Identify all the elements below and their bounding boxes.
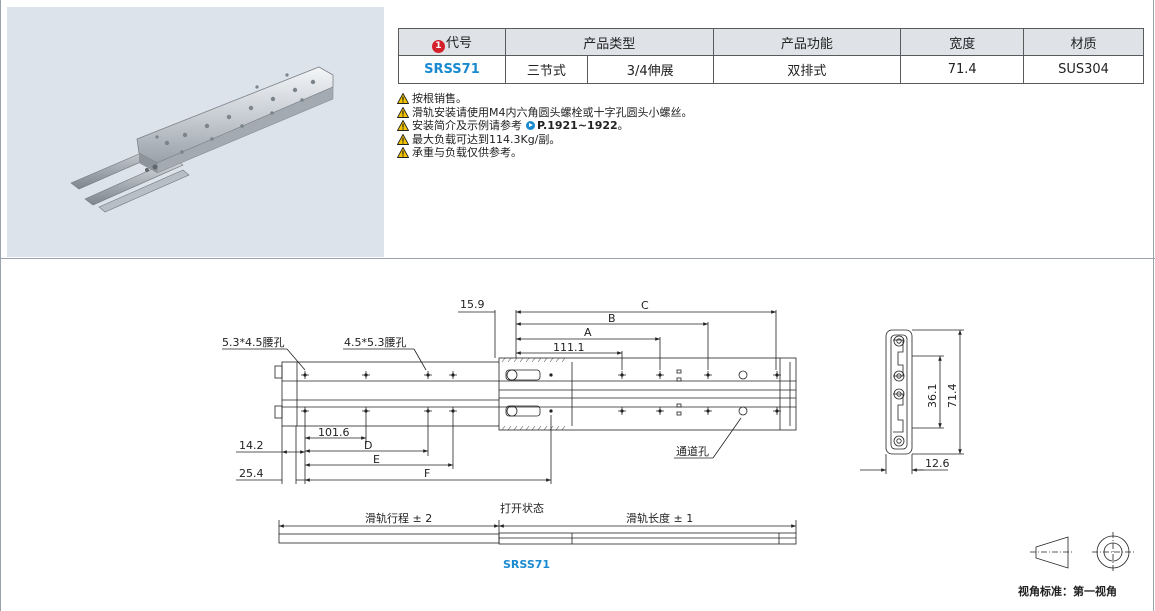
cell-type-1: 三节式 <box>504 55 588 84</box>
note-item: 承重与负载仅供参考。 <box>397 146 693 160</box>
cell-code: SRSS71 <box>398 55 506 84</box>
slide-rail-image <box>70 66 334 213</box>
open-state-view <box>278 520 797 545</box>
dim-15-9: 15.9 <box>460 298 485 311</box>
slot-label-2: 4.5*5.3腰孔 <box>344 336 407 349</box>
header-product-type: 产品类型 <box>504 28 714 56</box>
warning-icon <box>397 120 409 132</box>
dim-36-1: 36.1 <box>926 384 939 409</box>
marker-1-icon: 1 <box>431 39 445 53</box>
dim-f: F <box>424 467 430 480</box>
dim-e: E <box>373 453 380 466</box>
warning-icon <box>397 147 409 159</box>
dim-c: C <box>641 299 649 312</box>
cell-width: 71.4 <box>900 55 1025 84</box>
view-standard-label: 视角标准：第一视角 <box>1018 585 1117 598</box>
cell-function: 双排式 <box>712 55 902 84</box>
dim-b: B <box>608 312 616 325</box>
dim-71-4: 71.4 <box>946 384 959 409</box>
dim-14-2: 14.2 <box>239 439 264 452</box>
header-material: 材质 <box>1023 28 1144 56</box>
notes-list: 按根销售。 滑轨安装请使用M4内六角圆头螺栓或十字孔圆头小螺丝。 安装简介及示例… <box>397 92 693 160</box>
projection-symbol-icon <box>1030 532 1134 572</box>
warning-icon <box>397 133 409 145</box>
dim-25-4: 25.4 <box>239 467 264 480</box>
travel-label: 滑轨行程 ± 2 <box>365 511 432 525</box>
drawing-caption: SRSS71 <box>503 558 551 571</box>
warning-icon <box>397 93 409 105</box>
slot-leaders <box>222 348 427 371</box>
dim-111-1: 111.1 <box>553 341 585 354</box>
header-function: 产品功能 <box>712 28 902 56</box>
channel-hole-label: 通道孔 <box>676 444 709 458</box>
note-item: 按根销售。 <box>397 92 693 106</box>
dim-101-6: 101.6 <box>318 426 350 439</box>
dim-d: D <box>364 439 372 452</box>
cell-type-2: 3/4伸展 <box>586 55 714 84</box>
note-item: 安装简介及示例请参考 P.1921~1922。 <box>397 119 693 133</box>
length-label: 滑轨长度 ± 1 <box>626 511 693 525</box>
bottom-dimensions <box>236 415 552 484</box>
page-reference-icon <box>526 121 535 131</box>
dim-12-6: 12.6 <box>925 457 950 470</box>
top-dimensions <box>458 310 777 370</box>
warning-icon <box>397 106 409 118</box>
section-divider <box>0 258 1155 259</box>
front-view <box>274 357 797 431</box>
cell-material: SUS304 <box>1023 55 1144 84</box>
product-photo <box>7 7 384 257</box>
spec-table-row: SRSS71 三节式 3/4伸展 双排式 71.4 SUS304 <box>398 55 1144 84</box>
note-item: 滑轨安装请使用M4内六角圆头螺栓或十字孔圆头小螺丝。 <box>397 106 693 120</box>
note-item: 最大负载可达到114.3Kg/副。 <box>397 133 693 147</box>
open-state-label: 打开状态 <box>500 501 544 515</box>
slot-label-1: 5.3*4.5腰孔 <box>222 336 285 349</box>
page-reference-link[interactable]: P.1921~1922 <box>537 119 618 132</box>
dim-a: A <box>584 326 592 339</box>
side-view <box>860 329 964 474</box>
